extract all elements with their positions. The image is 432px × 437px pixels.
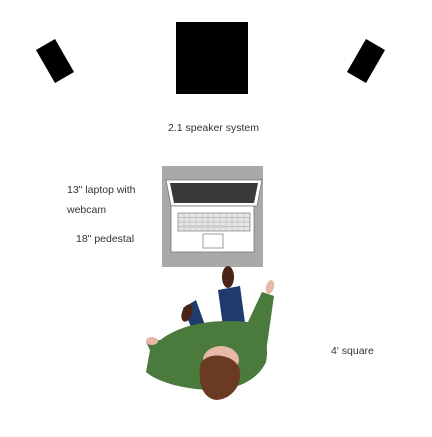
- square-label: 4' square: [331, 345, 374, 357]
- subwoofer-icon: [176, 22, 248, 94]
- laptop-label: 13" laptop with webcam: [67, 180, 163, 220]
- right-speaker-icon: [346, 39, 386, 83]
- person-icon: [146, 266, 275, 400]
- laptop-label-line2: webcam: [67, 204, 107, 216]
- laptop-icon: [165, 179, 263, 253]
- left-speaker-icon: [35, 39, 75, 83]
- speaker-system-label: 2.1 speaker system: [167, 122, 260, 134]
- laptop-label-line1: 13" laptop with: [67, 184, 136, 196]
- pedestal-label: 18" pedestal: [76, 233, 135, 245]
